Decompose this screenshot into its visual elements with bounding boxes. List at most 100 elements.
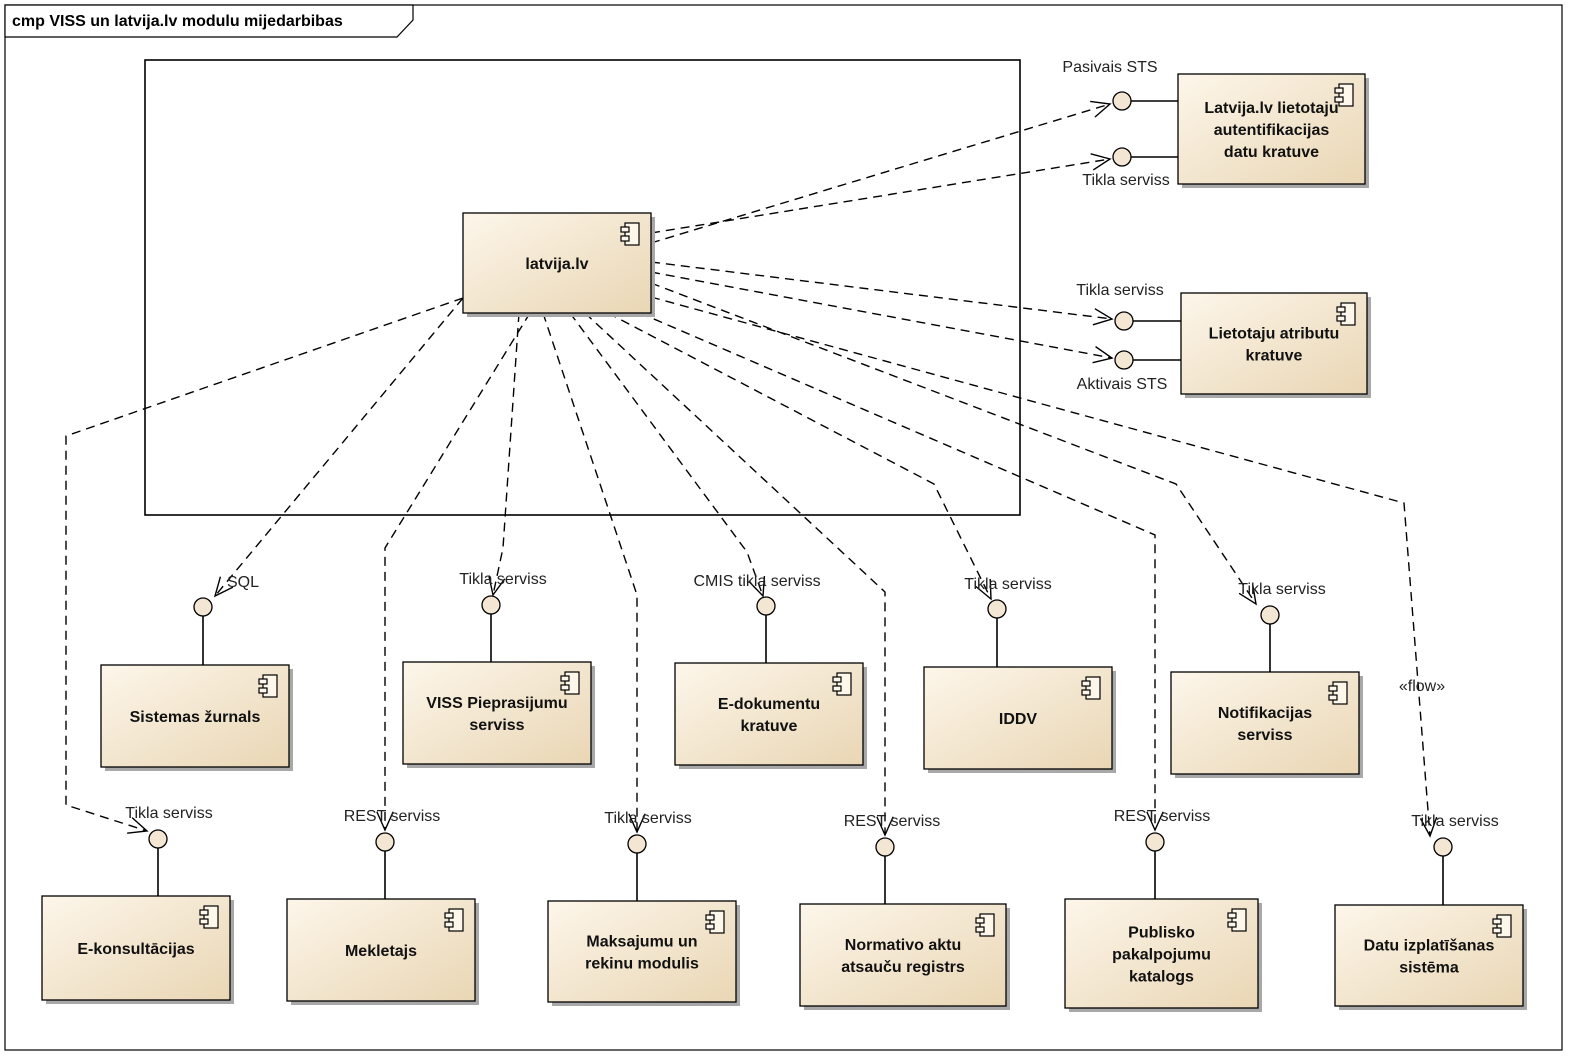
component-name-line: VISS Pieprasijumu [426,695,567,712]
arrowhead-icon [1146,811,1164,832]
arrowhead-icon [1419,816,1438,838]
component-name-line: atsauču registrs [841,959,965,976]
interface-label: REST serviss [844,813,941,830]
component-name-line: Maksajumu un [586,934,697,951]
interface-circle [375,832,395,852]
interface-rest-publ[interactable]: REST serviss [1114,808,1211,899]
component-icon [1334,83,1354,107]
dependency-line [650,100,1112,244]
interface-label: Tikla serviss [1238,581,1325,598]
interface-label: Tikla serviss [1076,282,1163,299]
interface-pasivais[interactable]: Pasivais STS [1062,59,1178,111]
interface-label: Aktivais STS [1077,376,1168,393]
component-name-line: Notifikacijas [1218,705,1312,722]
arrowhead-icon [876,816,894,837]
interface-tikla-autent[interactable]: Tikla serviss [1082,147,1178,189]
dependency-line [584,312,894,837]
component-autent[interactable]: Latvija.lv lietotaju autentifikacijas datu… [1177,73,1369,188]
interface-circle [1433,837,1453,857]
dependency-line [650,153,1112,234]
arrowhead-icon [1090,153,1112,171]
diagram-frame: cmp VISS un latvija.lv modulu mijedarbib… [4,4,1563,1051]
arrowhead-icon [1092,308,1114,326]
component-name-line: autentifikacijas [1214,122,1330,139]
interface-tikla-notif[interactable]: Tikla serviss [1238,581,1326,672]
interface-label: Pasivais STS [1062,59,1157,76]
component-datu[interactable]: Datu izplatīšanas sistēma [1334,904,1527,1010]
interface-label: CMIS tikla serviss [693,573,820,590]
interface-circle [193,597,213,617]
component-icon [1227,908,1247,932]
component-name-line: Latvija.lv lietotaju [1204,100,1338,117]
component-icon [1336,302,1356,326]
component-name-line: Publisko [1128,925,1195,942]
component-name-line: E-konsultācijas [77,941,194,958]
component-name-line: katalogs [1129,969,1194,986]
arrowhead-icon [376,811,394,832]
arrowhead-icon [1090,100,1112,118]
component-name-line: latvija.lv [525,256,588,273]
component-iddv[interactable]: IDDV [923,666,1116,773]
interface-label: Tikla serviss [125,805,212,822]
component-notif[interactable]: Notifikacijas serviss [1170,671,1363,778]
component-edok[interactable]: E-dokumentu kratuve [674,662,867,769]
component-icon [560,671,580,695]
interface-tikla-iddv[interactable]: Tikla serviss [964,576,1052,667]
component-name-line: serviss [469,717,524,734]
interface-circle [1260,605,1280,625]
interface-tikla-atrib[interactable]: Tikla serviss [1076,282,1181,331]
interface-aktivais[interactable]: Aktivais STS [1077,350,1181,393]
component-icon [258,674,278,698]
component-ekons[interactable]: E-konsultācijas [41,895,234,1004]
component-icon [444,908,464,932]
dependency-line [376,312,531,832]
component-latvija[interactable]: latvija.lv [462,212,655,317]
interface-circle [627,834,647,854]
component-name-line: E-dokumentu [718,696,820,713]
interface-circle [756,596,776,616]
component-icon [1081,676,1101,700]
dependency-line [569,312,766,598]
interface-rest-norm[interactable]: REST serviss [844,813,941,904]
arrowhead-icon [488,575,506,597]
component-pieprasijumi[interactable]: VISS Pieprasijumu serviss [402,661,595,768]
arrowhead-icon [975,578,992,601]
interface-tikla-viss[interactable]: Tikla serviss [459,571,547,662]
interface-circle [987,599,1007,619]
interface-circle [875,837,895,857]
interface-tikla-maks[interactable]: Tikla serviss [604,810,692,901]
component-name-line: serviss [1237,727,1292,744]
dependency-line [639,312,1164,832]
interface-label: Tikla serviss [1411,813,1498,830]
dependency-line [65,297,464,834]
dependency-line [213,297,464,598]
interface-tikla-ekons[interactable]: Tikla serviss [125,805,213,896]
dependency-line [650,282,1257,606]
dependency-lines [65,100,1438,838]
interface-cmis[interactable]: CMIS tikla serviss [693,573,821,663]
dependency-line [650,296,1438,838]
interface-label: Tikla serviss [459,571,546,588]
interface-circle [148,829,168,849]
component-name-line: kratuve [741,718,798,735]
dependency-line [488,312,520,597]
component-name-line: Datu izplatīšanas [1364,938,1495,955]
interface-circle [481,595,501,615]
component-name-line: sistēma [1399,960,1459,977]
interface-rest-mekl[interactable]: REST serviss [344,808,441,899]
component-name-line: datu kratuve [1224,144,1319,161]
component-name-line: IDDV [999,711,1038,728]
interface-label: SQL [227,574,259,591]
interface-tikla-datu[interactable]: Tikla serviss [1411,813,1499,905]
component-zurnals[interactable]: Sistemas žurnals [100,664,293,771]
component-name-line: Lietotaju atributu [1209,326,1340,343]
component-icon [832,672,852,696]
component-mekl[interactable]: Mekletajs [286,898,479,1005]
interface-sql[interactable]: SQL [193,574,259,665]
arrowhead-icon [213,576,234,598]
interface-circle [1114,311,1134,331]
